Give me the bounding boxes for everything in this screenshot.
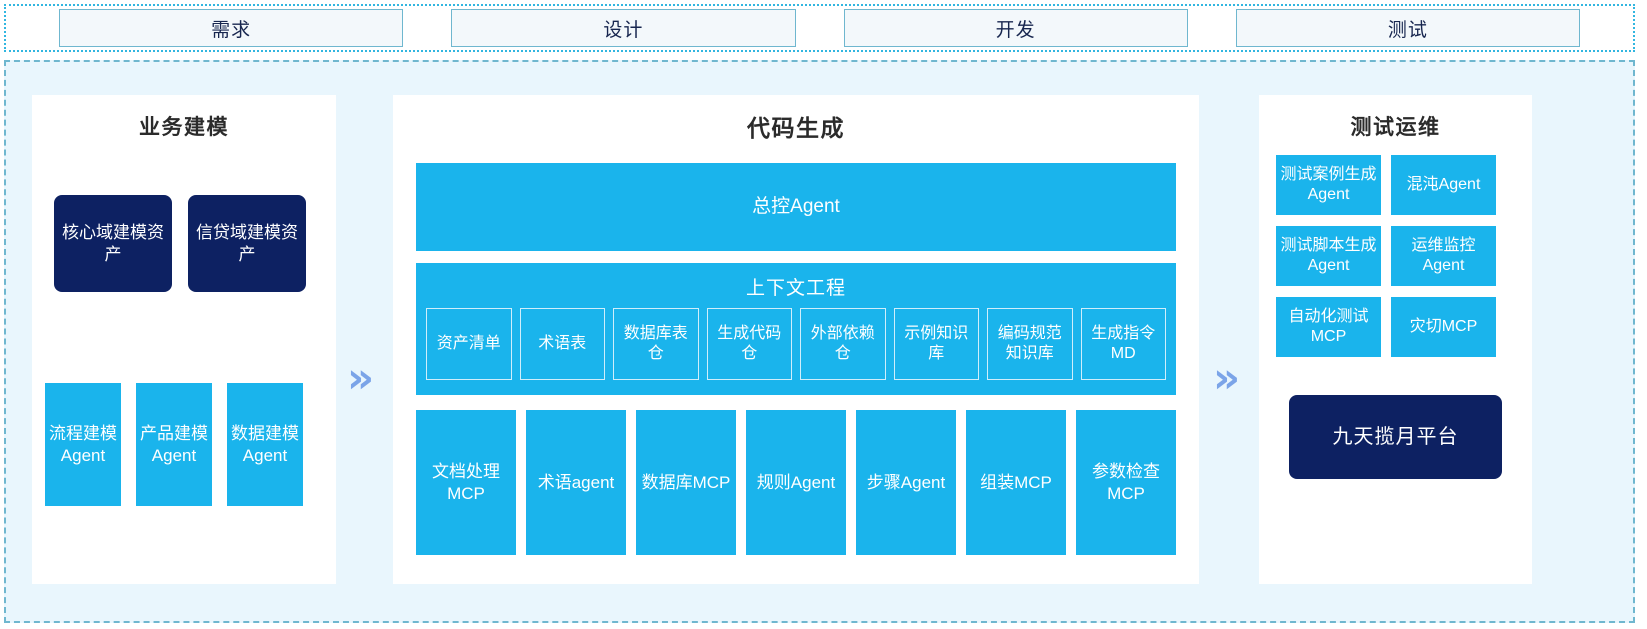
agent-data-modeling[interactable]: 数据建模Agent <box>227 383 303 506</box>
panel-test-operations: 测试运维 测试案例生成Agent 混沌Agent 测试脚本生成Agent 运维监… <box>1259 95 1532 584</box>
tool-document-processing-mcp[interactable]: 文档处理MCP <box>416 410 516 555</box>
context-item-generated-code-repo[interactable]: 生成代码仓 <box>706 308 792 380</box>
context-item-example-knowledge-base[interactable]: 示例知识库 <box>893 308 979 380</box>
control-agent-block[interactable]: 总控Agent <box>416 163 1176 251</box>
flow-chevron-icon-left: » <box>347 353 375 402</box>
context-item-db-table-repo[interactable]: 数据库表仓 <box>613 308 699 380</box>
automated-test-mcp[interactable]: 自动化测试MCP <box>1276 297 1381 357</box>
stage-tab-design[interactable]: 设计 <box>451 9 796 47</box>
ops-monitoring-agent[interactable]: 运维监控Agent <box>1391 226 1496 286</box>
asset-core-domain[interactable]: 核心域建模资产 <box>54 195 172 292</box>
platform-block[interactable]: 九天揽月平台 <box>1289 395 1502 479</box>
business-agent-group: 流程建模Agent 产品建模Agent 数据建模Agent <box>45 383 303 506</box>
stage-tab-testing[interactable]: 测试 <box>1235 9 1580 47</box>
tool-assembly-mcp[interactable]: 组装MCP <box>966 410 1066 555</box>
panel-business-modeling: 业务建模 核心域建模资产 信贷域建模资产 流程建模Agent 产品建模Agent… <box>32 95 336 584</box>
stage-bar: 需求 设计 开发 测试 <box>4 4 1635 52</box>
test-case-generation-agent[interactable]: 测试案例生成Agent <box>1276 155 1381 215</box>
context-item-coding-standard-knowledge-base[interactable]: 编码规范知识库 <box>987 308 1073 380</box>
context-item-asset-inventory[interactable]: 资产清单 <box>426 308 512 380</box>
stage-tab-requirements[interactable]: 需求 <box>59 9 404 47</box>
diagram-board: » » 业务建模 核心域建模资产 信贷域建模资产 流程建模Agent 产品建模A… <box>4 60 1635 623</box>
panel-title-code-generation: 代码生成 <box>747 115 845 141</box>
context-engineering-title: 上下文工程 <box>745 278 846 299</box>
chaos-agent[interactable]: 混沌Agent <box>1391 155 1496 215</box>
panel-title-business-modeling: 业务建模 <box>139 116 229 139</box>
agent-product-modeling[interactable]: 产品建模Agent <box>136 383 212 506</box>
asset-credit-domain[interactable]: 信贷域建模资产 <box>188 195 306 292</box>
tool-row: 文档处理MCP 术语agent 数据库MCP 规则Agent 步骤Agent 组… <box>416 410 1176 555</box>
context-item-external-dependency-repo[interactable]: 外部依赖仓 <box>800 308 886 380</box>
context-item-generation-instruction-md[interactable]: 生成指令MD <box>1080 308 1166 380</box>
agent-process-modeling[interactable]: 流程建模Agent <box>45 383 121 506</box>
context-engineering-container: 上下文工程 资产清单 术语表 数据库表仓 生成代码仓 外部依赖仓 示例知识库 编… <box>416 263 1176 395</box>
flow-chevron-icon-right: » <box>1213 353 1241 402</box>
test-ops-grid: 测试案例生成Agent 混沌Agent 测试脚本生成Agent 运维监控Agen… <box>1276 155 1516 357</box>
panel-title-test-operations: 测试运维 <box>1350 116 1441 139</box>
business-asset-group: 核心域建模资产 信贷域建模资产 <box>54 195 306 292</box>
stage-tab-development[interactable]: 开发 <box>843 9 1188 47</box>
context-item-glossary[interactable]: 术语表 <box>519 308 605 380</box>
tool-database-mcp[interactable]: 数据库MCP <box>636 410 736 555</box>
tool-parameter-check-mcp[interactable]: 参数检查MCP <box>1076 410 1176 555</box>
panel-code-generation: 代码生成 总控Agent 上下文工程 资产清单 术语表 数据库表仓 生成代码仓 … <box>393 95 1199 584</box>
tool-glossary-agent[interactable]: 术语agent <box>526 410 626 555</box>
disaster-switch-mcp[interactable]: 灾切MCP <box>1391 297 1496 357</box>
test-script-generation-agent[interactable]: 测试脚本生成Agent <box>1276 226 1381 286</box>
tool-step-agent[interactable]: 步骤Agent <box>856 410 956 555</box>
tool-rule-agent[interactable]: 规则Agent <box>746 410 846 555</box>
context-item-row: 资产清单 术语表 数据库表仓 生成代码仓 外部依赖仓 示例知识库 编码规范知识库… <box>426 308 1166 380</box>
